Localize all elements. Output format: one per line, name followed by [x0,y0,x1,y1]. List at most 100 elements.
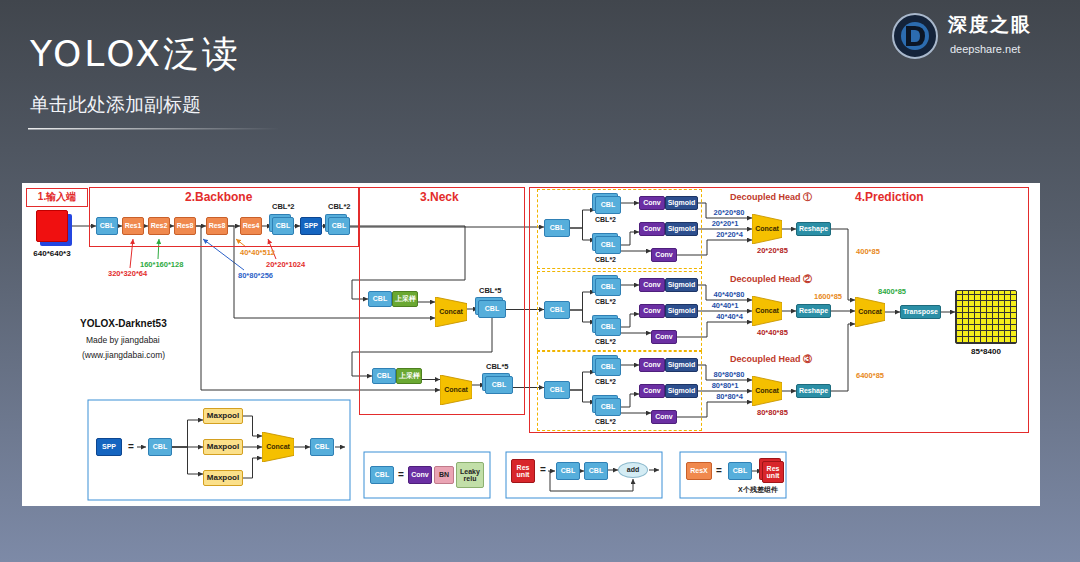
connector [621,365,639,366]
node-label: Concat [755,307,779,314]
node-label: CBL [601,201,615,208]
edge-label: 8400*85 [877,288,907,296]
concat-fill [435,297,467,327]
cbl-box: CBL [485,376,513,394]
node-label: CBL [601,323,615,330]
leader-line [158,239,159,259]
node-label: CBL [550,224,564,231]
text-label: CBL*2 [328,203,351,211]
concat-shape: Concat [435,297,467,327]
node-label: CBL [492,381,506,388]
node-label: Decoupled Head ① [730,193,812,203]
leader-line [130,239,133,268]
connector [621,251,651,252]
node-label: Res unit [512,464,534,479]
cbl-box: CBL [595,236,621,254]
maxpool-box: Maxpool [203,439,243,455]
stage-region: 3.NeckCBL上采样ConcatCBLCBL上采样ConcatCBL [360,188,524,414]
cbl-box: CBL [328,217,350,235]
conv-box: Conv [639,304,665,318]
leader-line [203,239,244,270]
connector [422,379,440,380]
cbl-box: CBL [370,466,394,484]
text-label: CBL*2 [595,338,616,346]
concat-shape: Concat [855,297,885,327]
upsample-box: 上采样 [392,291,418,307]
legend-frame [88,400,350,500]
connector [621,394,639,407]
legend-arrow [649,470,659,471]
text-label: YOLOX-Darknet53 [80,318,167,329]
node-label: CBL [373,295,387,302]
decoupled-head: Decoupled Head ②CBLCBLCBLConvSigmoidConv… [538,272,701,350]
spp-box: SPP [96,438,122,456]
node-label: 上采样 [399,372,420,379]
connector [621,203,639,204]
connector [782,391,796,392]
node-label: Conv [643,387,661,394]
stage-region: 4.PredictionDecoupled Head ①CBLCBLCBLCon… [530,188,1028,432]
conv-box: Conv [639,358,665,372]
bn-box: BN [434,466,454,484]
node-label: CBL [153,443,167,450]
connector [831,311,855,312]
edge-label: 80*80*80 [713,371,746,379]
res-box: Res8 [206,217,228,235]
res-box: Res1 [122,217,144,235]
sigmoid-box: Sigmoid [665,278,698,292]
connector [243,447,262,448]
conv-box: Conv [651,248,677,262]
conv-box: Conv [639,384,665,398]
cbl-box: CBL [595,358,621,376]
connector [196,226,440,390]
connector [941,312,955,313]
node-label: Concat [755,387,779,394]
cbl-box: CBL [595,278,621,296]
node-label: Sigmoid [668,281,696,288]
node-label: 上采样 [395,295,416,302]
connector [506,309,544,310]
connector [698,203,752,218]
connector [677,402,752,417]
concat-shape: Concat [752,296,782,326]
connector [608,470,618,471]
text-label: CBL*2 [272,203,295,211]
reshape-box: Transpose [900,305,941,319]
connector [698,229,752,230]
node-label: Reshape [799,387,828,394]
node-label: Res2 [151,222,168,229]
node-label: CBL [485,305,499,312]
res-box: Res8 [174,217,196,235]
sigmoid-box: Sigmoid [665,222,698,236]
node-label: Sigmoid [668,387,696,394]
node-label: Maxpool [207,412,239,420]
connector [350,226,465,299]
text-label: Made by jiangdabai [86,336,160,345]
cbl-box: CBL [595,196,621,214]
concat-fill [855,297,885,327]
edge-label: 80*80*4 [715,393,744,401]
node-label: 1.输入端 [38,192,76,203]
node-label: CBL [377,372,391,379]
legend-frame [680,452,786,498]
connector [885,312,900,313]
connector [243,458,262,478]
edge-label: 80*80*1 [711,382,740,390]
node-label: Conv [655,333,673,340]
reshape-box: Reshape [796,304,831,318]
node-label: Concat [444,386,468,393]
connector [831,324,855,391]
cbl-box: CBL [372,368,396,384]
connector [172,447,203,474]
node-label: Conv [643,307,661,314]
text-label: (www.jiangdabai.com) [82,351,165,360]
legend-frame [506,452,662,498]
edge-label: 40*40*4 [715,313,744,321]
node-label: Conv [411,471,429,478]
edge-label: 20*20*80 [713,209,746,217]
text-label: 80*80*85 [757,409,788,417]
connector [472,385,485,386]
node-label: 3.Neck [420,191,459,204]
node-label: Concat [755,225,779,232]
